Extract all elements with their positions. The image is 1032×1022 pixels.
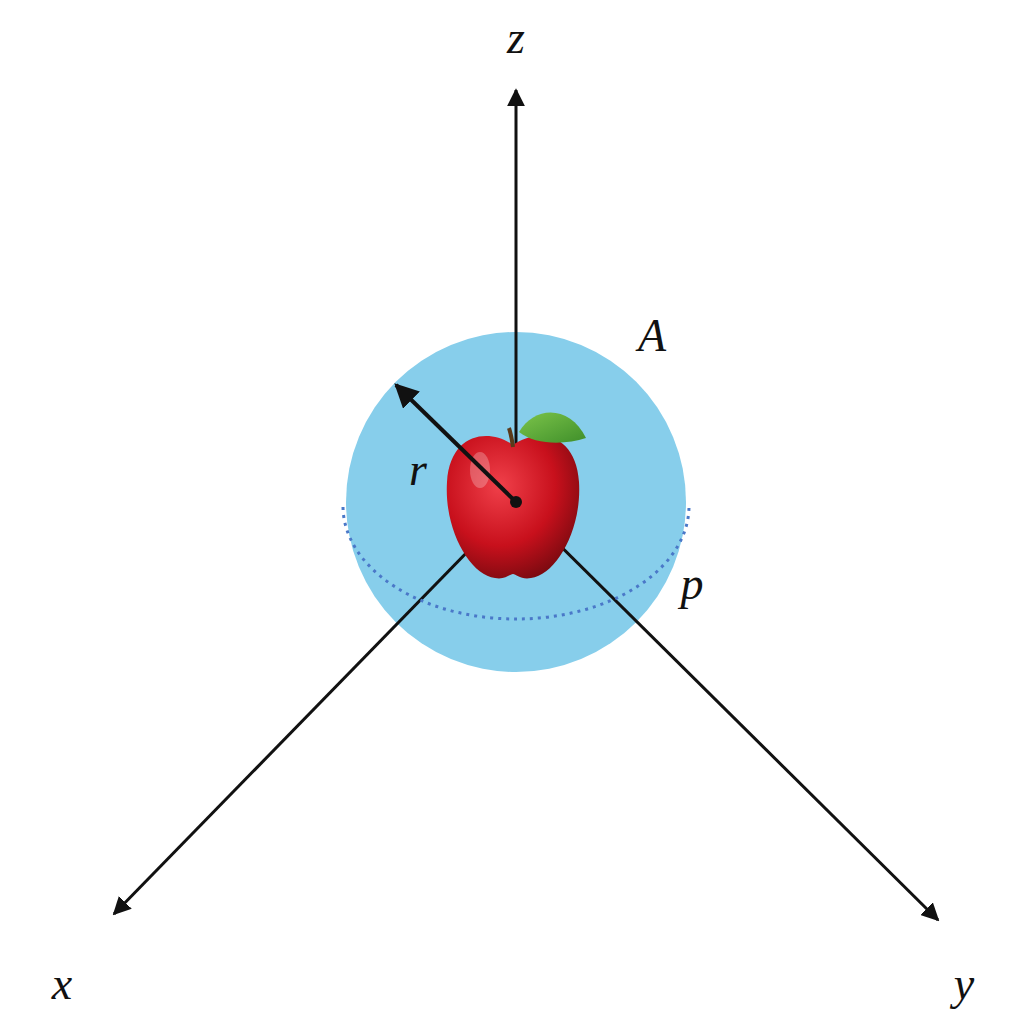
apple xyxy=(447,412,586,578)
radius-label: r xyxy=(409,447,427,493)
point-label: A xyxy=(638,313,666,359)
y-axis xyxy=(516,502,938,920)
z-axis xyxy=(515,90,518,502)
axis-label: z xyxy=(507,15,525,61)
axis-label: x xyxy=(52,961,72,1007)
center-dot xyxy=(510,496,522,508)
x-axis xyxy=(114,502,516,914)
apple-stem xyxy=(509,428,513,447)
point-label: p xyxy=(681,561,704,607)
radius-arrow xyxy=(396,385,516,502)
apple-leaf xyxy=(519,412,586,442)
apple-body xyxy=(447,436,579,578)
axis-label: y xyxy=(954,961,974,1007)
